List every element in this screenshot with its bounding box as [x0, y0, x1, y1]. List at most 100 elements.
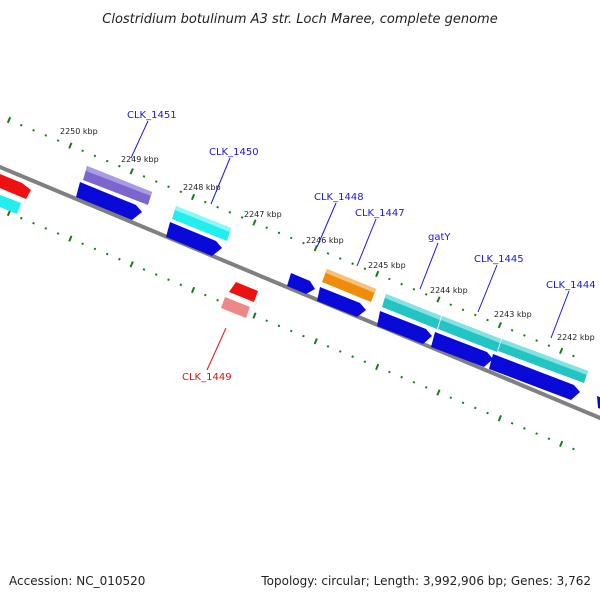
inner-tick: [81, 242, 84, 246]
inner-tick: [68, 235, 73, 242]
gene-feature-clk1445-highlight: [441, 316, 501, 343]
outer-tick: [400, 282, 403, 286]
connector-clk1444: [550, 290, 570, 339]
inner-tick: [289, 329, 293, 333]
cds-arrow-5[interactable]: [377, 311, 432, 344]
tick-label-2245: 2245 kbp: [368, 261, 406, 270]
outer-tick: [68, 142, 73, 149]
outer-tick: [105, 159, 109, 163]
inner-tick: [118, 257, 121, 261]
connector-clk1445: [477, 264, 498, 313]
gene-label-clk1445[interactable]: CLK_1445: [474, 254, 524, 265]
outer-tick: [81, 149, 84, 153]
tick-label-2244: 2244 kbp: [430, 286, 468, 295]
inner-tick: [461, 401, 465, 405]
connector-clk1450: [210, 157, 231, 205]
cds-arrow-4[interactable]: [317, 287, 366, 317]
cds-arrow-6[interactable]: [431, 332, 493, 367]
gene-feature-red-left[interactable]: [0, 172, 31, 199]
connector-clk1449: [206, 327, 227, 371]
inner-tick: [277, 324, 281, 328]
tick-labels: 2250 kbp 2249 kbp 2248 kbp 2247 kbp 2246…: [60, 127, 595, 342]
inner-tick-ring: [6, 209, 575, 451]
inner-tick: [497, 415, 502, 422]
inner-tick: [473, 406, 477, 410]
outer-tick: [388, 277, 391, 281]
outer-tick: [461, 308, 465, 312]
outer-tick: [449, 303, 453, 306]
inner-tick: [326, 345, 330, 348]
outer-tick: [118, 164, 121, 168]
tick-label-2247: 2247 kbp: [244, 210, 282, 219]
outer-tick: [167, 185, 170, 189]
inner-tick: [265, 319, 269, 323]
gene-feature-gaty-highlight: [385, 294, 441, 320]
cds-arrow-2[interactable]: [166, 222, 222, 256]
outer-tick: [44, 134, 48, 137]
cds-arrow-8[interactable]: [597, 396, 600, 410]
outer-tick: [326, 252, 330, 255]
inner-tick: [510, 421, 514, 425]
inner-tick: [216, 298, 219, 302]
outer-tick: [510, 328, 514, 332]
inner-tick: [523, 427, 526, 430]
tick-label-2249: 2249 kbp: [121, 155, 159, 164]
gene-label-clk1450[interactable]: CLK_1450: [209, 147, 259, 158]
gene-feature-clk1450[interactable]: [172, 206, 231, 241]
outer-tick: [154, 180, 158, 183]
gene-label-clk1451[interactable]: CLK_1451: [127, 110, 177, 121]
gene-label-clk1449[interactable]: CLK_1449: [182, 372, 232, 383]
outer-tick: [547, 344, 551, 348]
genome-backbone: [0, 164, 600, 421]
inner-tick: [338, 350, 342, 353]
tick-label-2248: 2248 kbp: [183, 183, 221, 192]
cds-arrow-3[interactable]: [287, 273, 315, 294]
gene-feature-clk1447[interactable]: [322, 269, 376, 302]
outer-tick: [572, 354, 575, 358]
outer-tick: [190, 193, 196, 201]
cds-arrow-7[interactable]: [489, 354, 580, 400]
outer-tick: [375, 270, 380, 278]
inner-tick: [129, 261, 134, 268]
tick-label-2243: 2243 kbp: [494, 310, 532, 319]
gene-feature-clk1445[interactable]: [438, 316, 501, 352]
gene-feature-clk1450-highlight: [175, 206, 231, 232]
inner-tick: [302, 334, 305, 338]
outer-tick: [363, 267, 367, 271]
gene-label-gaty[interactable]: gatY: [428, 232, 451, 243]
map-title: Clostridium botulinum A3 str. Loch Maree…: [102, 12, 497, 27]
gene-feature-clk1451-highlight: [86, 166, 152, 196]
outer-tick: [486, 318, 489, 322]
inner-tick: [486, 411, 489, 415]
gene-feature-cyan-left[interactable]: [0, 193, 21, 214]
outer-tick: [277, 231, 281, 235]
gene-feature-gaty[interactable]: [382, 294, 441, 329]
forward-strand-features: [0, 166, 588, 383]
cds-arrow-1[interactable]: [76, 182, 142, 220]
gene-feature-clk1449-red[interactable]: [229, 282, 258, 302]
tick-label-2242: 2242 kbp: [557, 333, 595, 342]
accession-label: Accession: NC_010520: [9, 574, 145, 588]
gene-label-clk1447[interactable]: CLK_1447: [355, 208, 405, 219]
inner-tick: [179, 283, 183, 287]
outer-tick: [6, 116, 12, 124]
inner-tick: [93, 247, 97, 251]
inner-tick: [19, 216, 23, 220]
outer-tick: [216, 205, 219, 209]
gene-label-clk1444[interactable]: CLK_1444: [546, 280, 596, 291]
gene-labels: CLK_1451 CLK_1450 CLK_1448 CLK_1447 gatY…: [127, 110, 596, 383]
outer-tick: [252, 219, 257, 226]
outer-tick: [338, 257, 342, 260]
inner-tick: [167, 278, 170, 282]
outer-tick: [240, 216, 244, 219]
gene-label-clk1448[interactable]: CLK_1448: [314, 192, 364, 203]
inner-tick: [400, 375, 403, 379]
cds-features: [76, 182, 600, 410]
outer-tick: [289, 236, 293, 240]
inner-tick: [313, 338, 318, 345]
gene-feature-clk1449-pink[interactable]: [221, 297, 250, 318]
outer-tick: [497, 322, 502, 329]
inner-tick: [203, 293, 207, 297]
inner-tick: [252, 312, 257, 319]
